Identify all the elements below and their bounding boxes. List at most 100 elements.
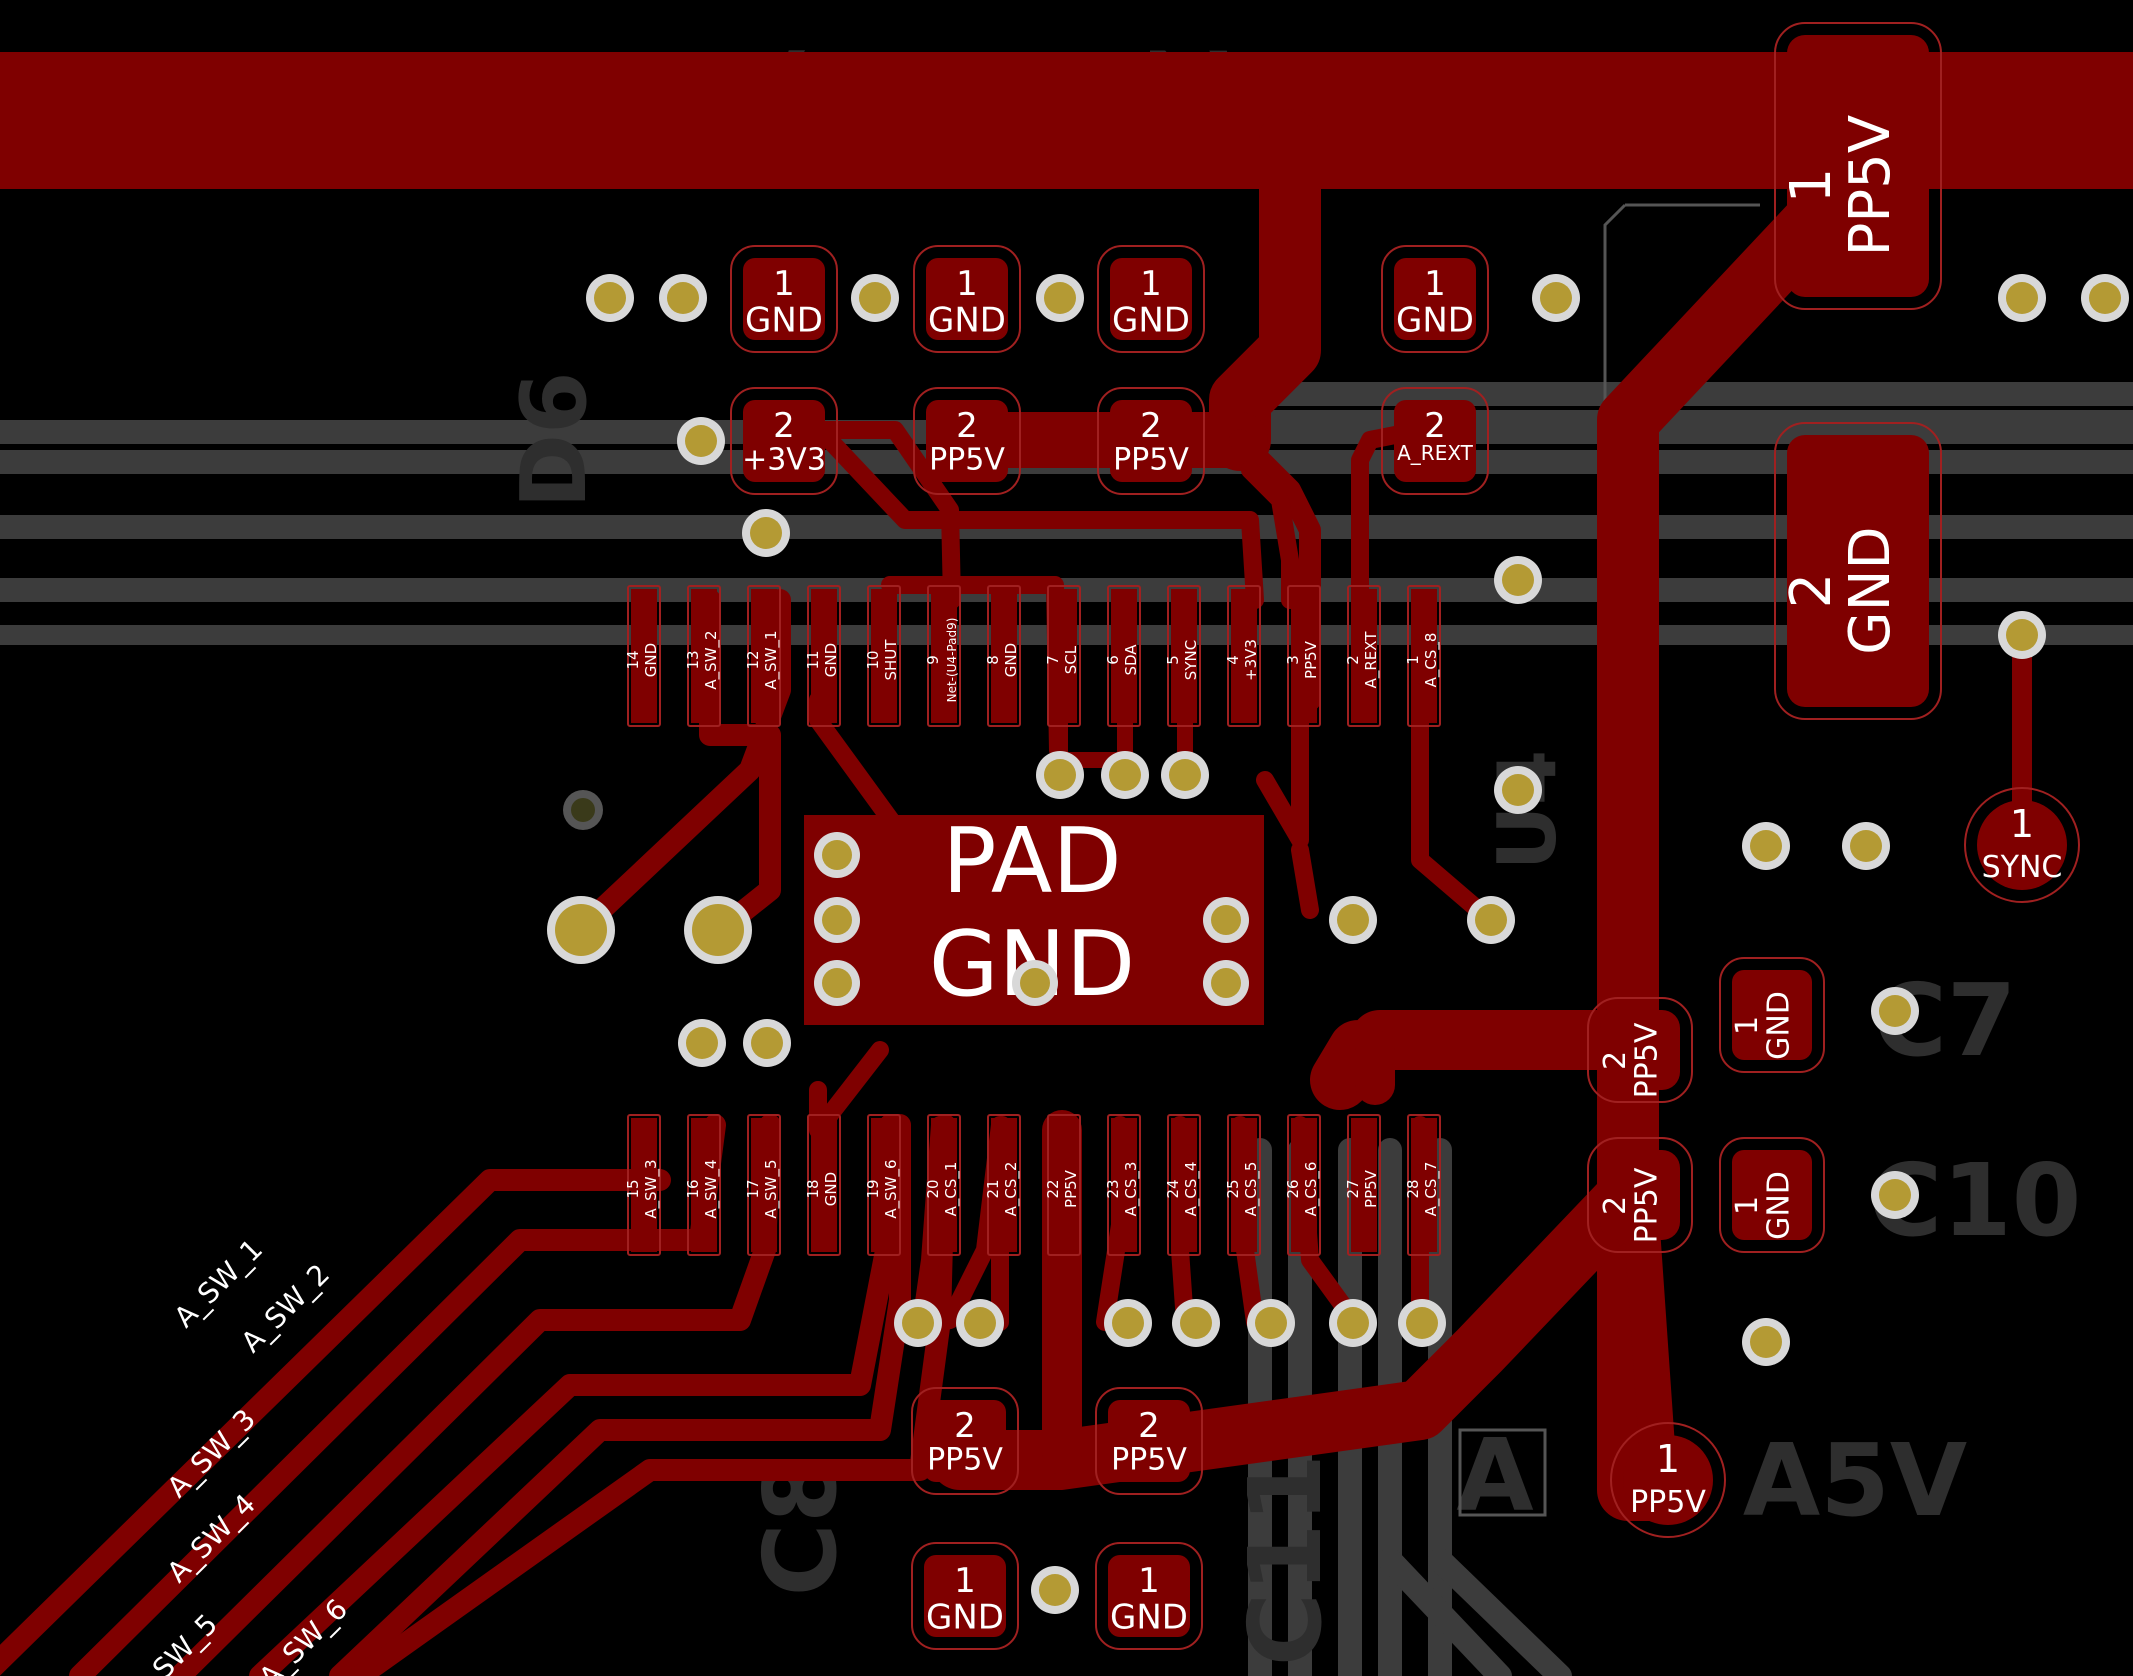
via-drill: [1337, 904, 1369, 936]
pin-number: 5: [1164, 655, 1182, 665]
pin-copper: [1171, 589, 1197, 723]
pad-number: 1: [1656, 1437, 1680, 1481]
pin-number: 22: [1044, 1179, 1062, 1198]
via-drill: [2006, 282, 2038, 314]
pad-number: 1: [2010, 802, 2034, 846]
via-drill: [555, 904, 607, 956]
thermal-via-drill: [1211, 905, 1241, 935]
pin-net-label: A_CS_3: [1122, 1162, 1141, 1217]
pin-outline: [1407, 585, 1441, 727]
via-drill: [2089, 282, 2121, 314]
pin-outline: [867, 585, 901, 727]
pad-net: PP5V: [1113, 443, 1189, 478]
pad-net: PP5V: [1838, 115, 1903, 256]
pad-copper: [1623, 1435, 1713, 1525]
pin-outline: [1167, 1114, 1201, 1256]
thermal-pad[interactable]: PADGND: [804, 809, 1264, 1025]
pad-number: 1: [1730, 1016, 1765, 1035]
pin-net-label: A_CS_8: [1422, 633, 1441, 688]
via-drill: [1255, 1307, 1287, 1339]
pad-net: GND: [1762, 1171, 1797, 1240]
pin-copper: [1351, 589, 1377, 723]
pin-number: 1: [1404, 655, 1422, 665]
pad-net: +3V3: [742, 443, 826, 478]
pin-outline: [1347, 585, 1381, 727]
pin-net-label: PP5V: [1302, 640, 1320, 679]
pin-outline: [627, 1114, 661, 1256]
pad-courtyard: [1381, 387, 1489, 495]
pin-number: 19: [864, 1179, 882, 1198]
pad-number: 2: [1424, 406, 1446, 446]
via-drill: [1879, 1179, 1911, 1211]
silk-c11: C11: [1227, 1454, 1344, 1667]
pad-d6-2-3v3[interactable]: 2+3V3: [730, 387, 838, 495]
pin-copper: [751, 589, 777, 723]
pin-copper: [1351, 1118, 1377, 1252]
pad-copper: [1394, 258, 1476, 340]
pad-4-2-rext[interactable]: 2A_REXT: [1381, 387, 1489, 495]
via-drill: [594, 282, 626, 314]
pin-net-label: SCL: [1062, 645, 1080, 674]
pin-net-label: Net-(U4-Pad9): [945, 618, 959, 703]
ic-pin-4[interactable]: 4+3V3: [1224, 585, 1261, 727]
pad-copper: [1110, 400, 1192, 482]
pin-copper: [811, 1118, 837, 1252]
pad-copper: [1787, 435, 1929, 707]
pin-copper: [1231, 589, 1257, 723]
pin-number: 6: [1104, 655, 1122, 665]
pin-number: 23: [1104, 1179, 1122, 1198]
via-drill: [1540, 282, 1572, 314]
pad-number: 1: [1730, 1196, 1765, 1215]
pin-outline: [987, 585, 1021, 727]
pad-number: 2: [1779, 573, 1844, 609]
pin-number: 4: [1224, 655, 1242, 665]
